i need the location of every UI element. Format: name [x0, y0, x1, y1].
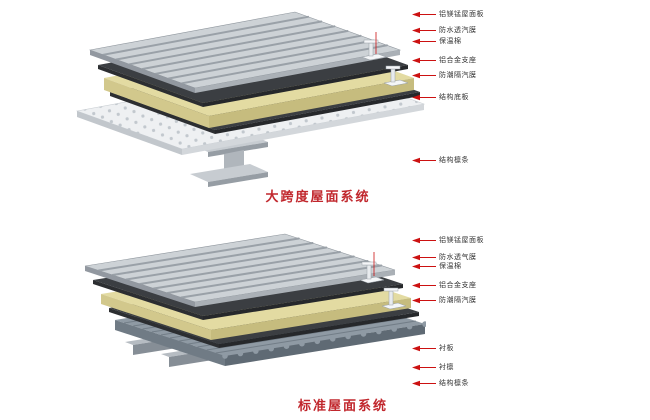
leader-arrow-icon — [412, 157, 436, 163]
callout-text: 铝合金支座 — [439, 56, 477, 64]
callout-label: 结构檩条 — [412, 155, 469, 165]
callout-label: 结构檩条 — [412, 378, 469, 388]
callout-text: 防水透气膜 — [439, 253, 477, 261]
callout-label: 铝镁锰屋面板 — [412, 9, 484, 19]
callout-text: 防潮隔汽膜 — [439, 71, 477, 79]
callout-text: 防潮隔汽膜 — [439, 296, 477, 304]
diagram-title-standard: 标准屋面系统 — [297, 399, 388, 414]
leader-arrow-icon — [412, 94, 436, 100]
callout-text: 衬板 — [439, 344, 454, 352]
callout-label: 防潮隔汽膜 — [412, 295, 477, 305]
leader-arrow-icon — [412, 11, 436, 17]
callout-text: 结构檩条 — [439, 379, 469, 387]
callout-label: 防潮隔汽膜 — [412, 70, 477, 80]
callout-text: 结构底板 — [439, 93, 469, 101]
callout-text: 铝镁锰屋面板 — [439, 236, 484, 244]
alloy-support — [361, 39, 409, 87]
leader-arrow-icon — [412, 282, 436, 288]
leader-arrow-icon — [412, 297, 436, 303]
leader-arrow-icon — [412, 237, 436, 243]
callout-label: 铝合金支座 — [412, 55, 477, 65]
standard-roof-diagram — [84, 233, 426, 367]
leader-arrow-icon — [412, 345, 436, 351]
callout-label: 防水透气膜 — [412, 252, 477, 262]
leader-arrow-icon — [412, 380, 436, 386]
callout-label: 衬板 — [412, 343, 454, 353]
callout-text: 结构檩条 — [439, 156, 469, 164]
callout-text: 保温棉 — [439, 37, 462, 45]
callout-label: 铝合金支座 — [412, 280, 477, 290]
callout-label: 防水透汽膜 — [412, 25, 477, 35]
leader-arrow-icon — [412, 57, 436, 63]
leader-arrow-icon — [412, 263, 436, 269]
callout-text: 防水透汽膜 — [439, 26, 477, 34]
callout-label: 铝镁锰屋面板 — [412, 235, 484, 245]
roof-panel-layer — [84, 233, 396, 307]
leader-arrow-icon — [412, 364, 436, 370]
callout-text: 铝合金支座 — [439, 281, 477, 289]
leader-arrow-icon — [412, 254, 436, 260]
callout-label: 衬檩 — [412, 362, 454, 372]
callout-label: 保温棉 — [412, 261, 462, 271]
large-span-roof-diagram — [75, 11, 426, 187]
callout-label: 保温棉 — [412, 36, 462, 46]
alloy-support — [359, 261, 407, 310]
leader-arrow-icon — [412, 72, 436, 78]
callout-text: 衬檩 — [439, 363, 454, 371]
callout-label: 结构底板 — [412, 92, 469, 102]
leader-arrow-icon — [412, 27, 436, 33]
roof-panel-layer — [88, 11, 402, 93]
callout-text: 铝镁锰屋面板 — [439, 10, 484, 18]
leader-arrow-icon — [412, 38, 436, 44]
callout-text: 保温棉 — [439, 262, 462, 270]
diagram-title-large-span: 大跨度屋面系统 — [265, 190, 371, 205]
